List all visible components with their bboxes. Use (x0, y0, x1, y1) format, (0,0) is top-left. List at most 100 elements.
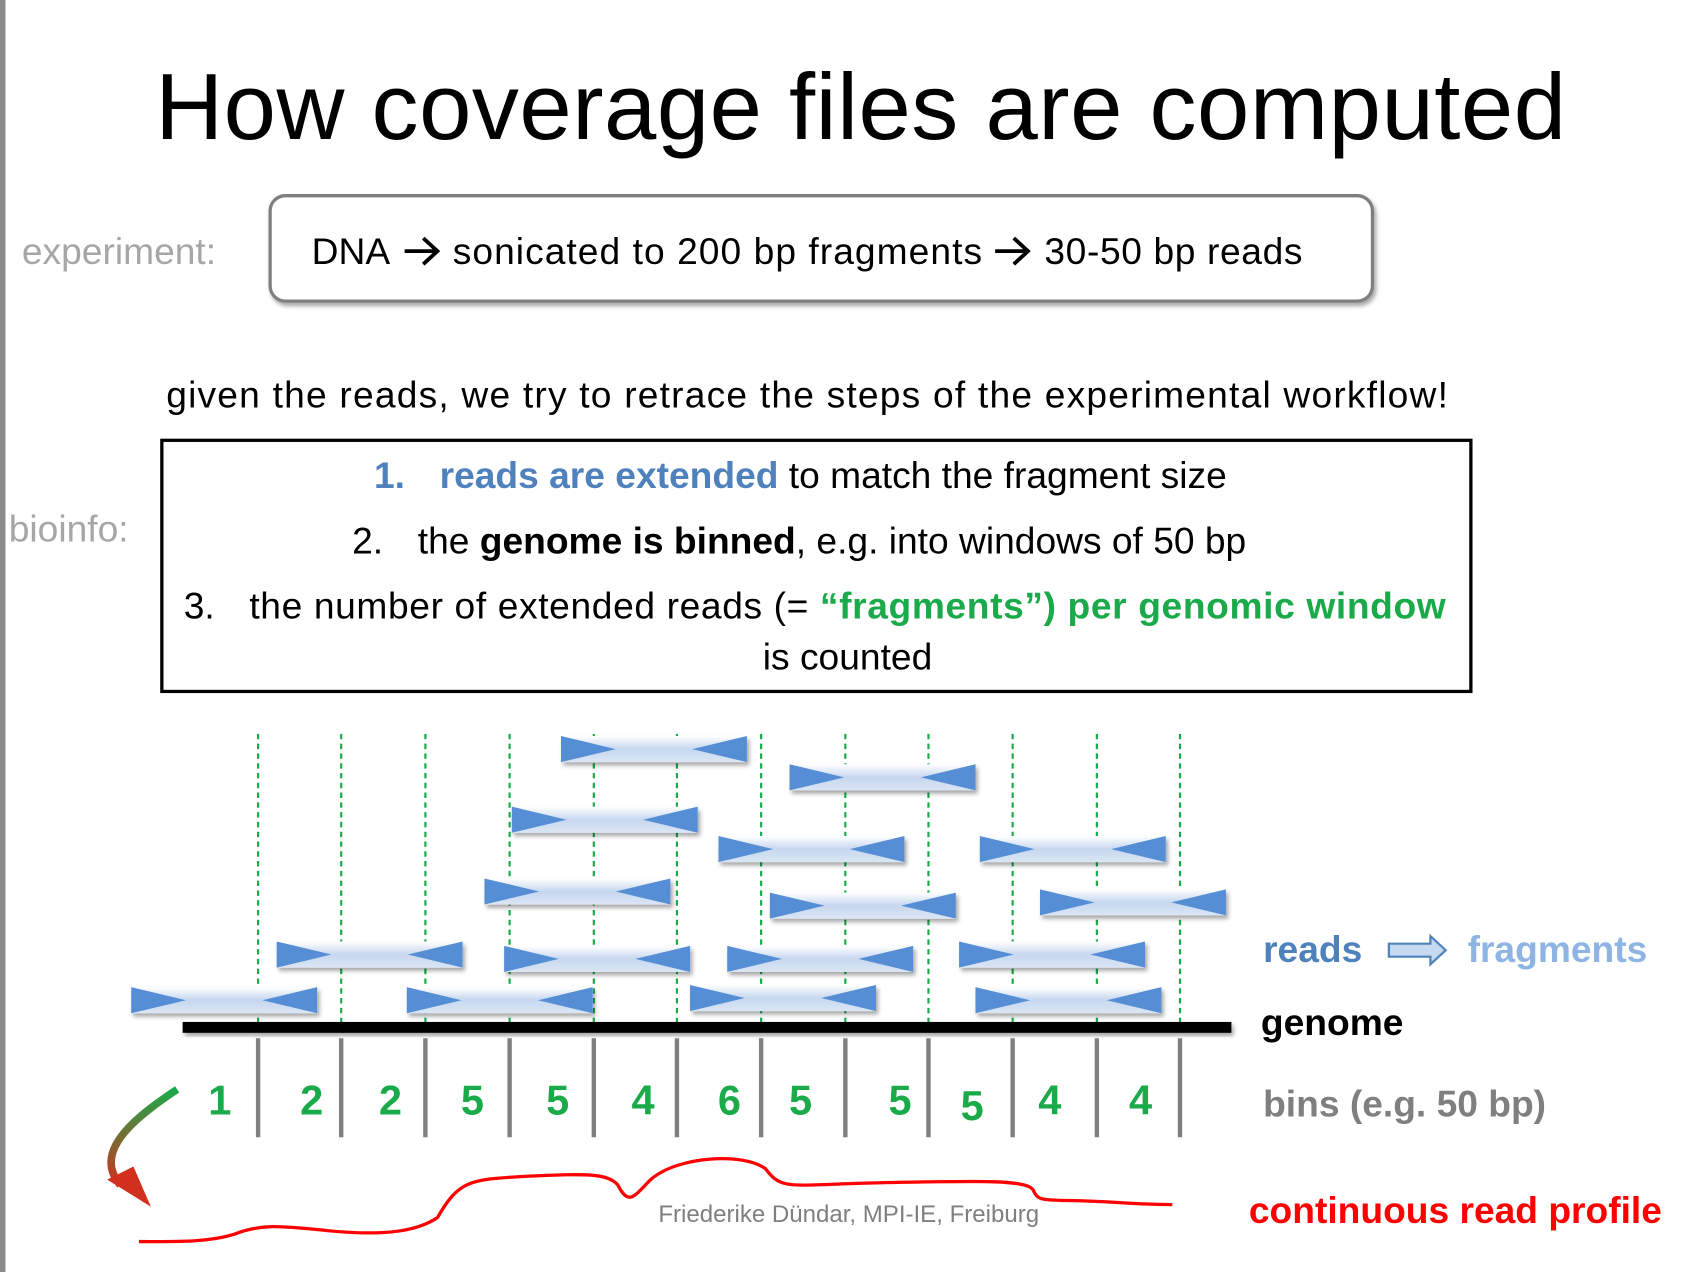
step-1: 1. reads are extended to match the fragm… (374, 454, 1227, 496)
read-forward (718, 836, 774, 863)
bin-count: 5 (888, 1076, 911, 1123)
intro-text: given the reads, we try to retrace the s… (166, 374, 1448, 416)
bioinfo-label: bioinfo: (9, 508, 129, 550)
bin-count: 5 (546, 1076, 569, 1123)
arrow-icon (995, 236, 1031, 266)
step-3-highlight: “fragments”) per genomic window (820, 585, 1446, 627)
fragment (718, 836, 905, 863)
experiment-reads: 30-50 bp reads (1044, 230, 1302, 272)
fragment (511, 806, 698, 833)
fragment (406, 987, 593, 1014)
fragment (484, 878, 671, 905)
fragment (1040, 889, 1226, 916)
bin-count: 4 (1129, 1076, 1152, 1123)
read-forward (131, 987, 186, 1014)
bin-count: 2 (300, 1076, 323, 1123)
curved-arrow-head (107, 1166, 151, 1207)
left-edge (0, 0, 6, 1272)
page-title: How coverage files are computed (155, 54, 1566, 159)
svg-text:the number of extended reads (: the number of extended reads (= “fragmen… (249, 585, 1446, 627)
fragment (504, 945, 691, 972)
read-forward (561, 736, 616, 763)
experiment-dna: DNA (312, 230, 391, 272)
bin-count: 6 (718, 1076, 741, 1123)
legend-fragments: fragments (1468, 928, 1648, 970)
read-reverse (1111, 836, 1166, 863)
bioinfo-box (160, 438, 1473, 694)
profile-label: continuous read profile (1249, 1189, 1662, 1231)
step-2-number: 2. (352, 519, 383, 561)
bins-label: bins (e.g. 50 bp) (1263, 1083, 1546, 1125)
experiment-label: experiment: (22, 230, 216, 272)
footer-credit: Friederike Dündar, MPI-IE, Freiburg (658, 1201, 1039, 1228)
step-2-bold: genome is binned (480, 519, 796, 561)
step-2-text: , e.g. into windows of 50 bp (796, 519, 1246, 561)
read-reverse (1090, 941, 1145, 968)
fragment (561, 736, 747, 763)
genome-label: genome (1261, 1001, 1404, 1043)
bin-count: 4 (1038, 1076, 1061, 1123)
svg-text:reads are extended to match th: reads are extended to match the fragment… (440, 454, 1227, 496)
read-forward (276, 941, 332, 968)
fragment (979, 836, 1166, 863)
read-forward (979, 836, 1035, 863)
read-forward (406, 987, 462, 1014)
legend-reads: reads (1263, 928, 1362, 970)
step-2: 2. the genome is binned, e.g. into windo… (352, 519, 1246, 561)
read-forward (504, 945, 559, 972)
step-3: 3. the number of extended reads (= “frag… (184, 585, 1446, 678)
experiment-sonicated: sonicated to 200 bp fragments (453, 230, 982, 272)
read-forward (484, 878, 540, 905)
read-reverse (692, 736, 747, 763)
fragment (690, 984, 876, 1012)
fragment (131, 987, 318, 1014)
read-reverse (538, 987, 593, 1014)
bin-count: 5 (961, 1082, 984, 1129)
read-reverse (901, 892, 956, 919)
fragment (727, 945, 914, 972)
read-reverse (1106, 987, 1162, 1014)
read-forward (1040, 889, 1095, 916)
read-reverse (858, 945, 914, 972)
read-forward (959, 941, 1014, 968)
read-forward (769, 892, 825, 919)
step-1-text: to match the fragment size (778, 454, 1226, 496)
read-reverse (821, 984, 876, 1012)
right-arrow-icon (1387, 933, 1448, 967)
genome-bar (182, 1021, 1232, 1033)
step-3-pre: the number of extended reads (= (249, 585, 819, 627)
bin-count: 4 (631, 1076, 654, 1123)
read-forward (789, 764, 845, 791)
step-1-number: 1. (374, 454, 405, 496)
read-reverse (920, 764, 976, 791)
fragment (975, 987, 1162, 1014)
read-forward (511, 806, 567, 833)
step-3-line2: is counted (763, 636, 932, 678)
read-forward (975, 987, 1031, 1014)
fragment (789, 764, 976, 791)
bin-count: 2 (379, 1076, 402, 1123)
experiment-box (268, 194, 1375, 303)
bin-count: 5 (461, 1076, 484, 1123)
read-reverse (643, 806, 698, 833)
step-1-highlight: reads are extended (440, 454, 779, 496)
read-reverse (262, 987, 318, 1014)
bin-count: 1 (208, 1076, 231, 1123)
step-3-number: 3. (184, 585, 215, 627)
fragment (769, 892, 956, 919)
read-forward (727, 945, 782, 972)
bin-boundaries (256, 733, 1182, 1022)
read-reverse (849, 836, 905, 863)
read-reverse (407, 941, 463, 968)
fragment (276, 941, 463, 968)
bin-counts: 1 2 2 5 5 4 6 5 5 5 4 4 (208, 1076, 1152, 1128)
read-profile-curve (138, 1156, 1173, 1244)
read-reverse (635, 945, 691, 972)
read-forward (690, 984, 745, 1012)
read-reverse (1171, 889, 1226, 916)
bin-count: 5 (789, 1076, 812, 1123)
step-2-pre: the (418, 519, 480, 561)
curved-arrow-icon (107, 1086, 180, 1188)
fragments (131, 736, 1226, 1014)
